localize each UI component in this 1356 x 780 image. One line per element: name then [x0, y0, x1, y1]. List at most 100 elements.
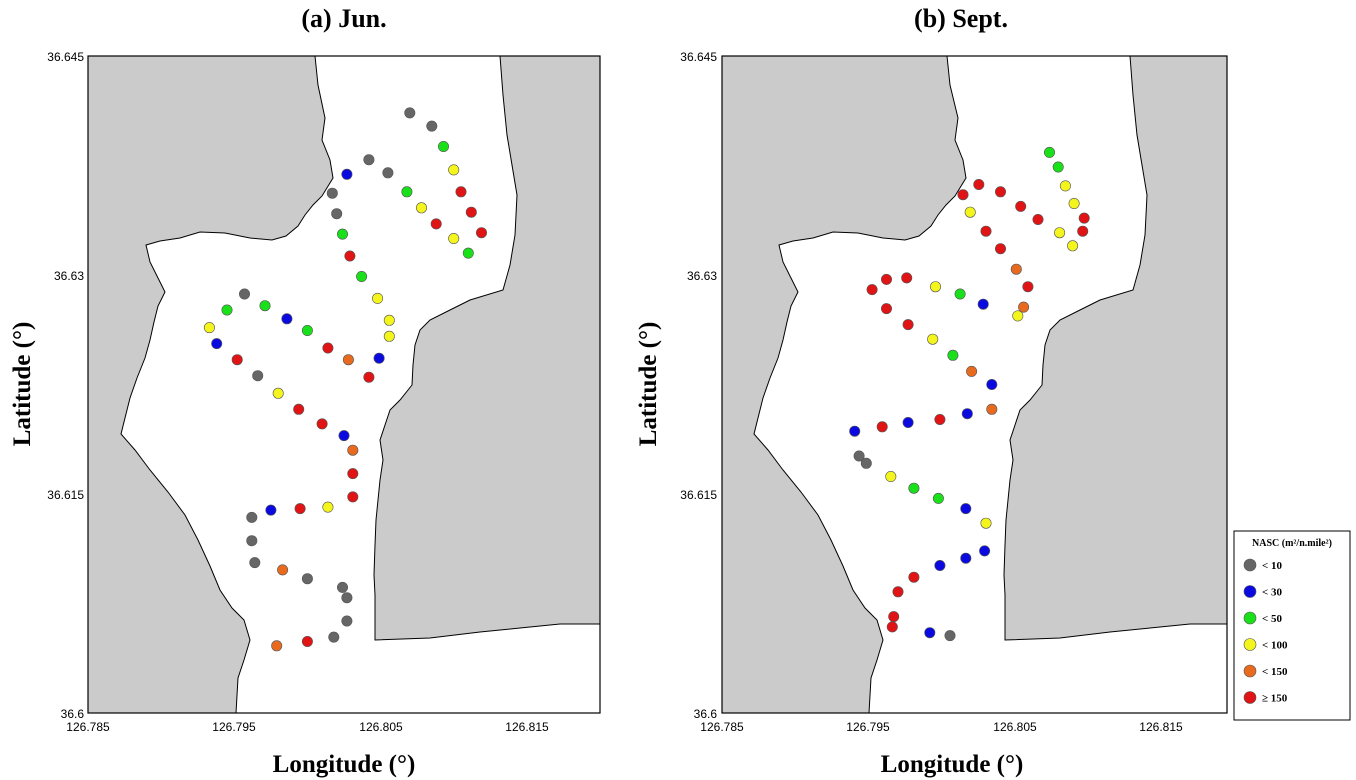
survey-point-lt50	[947, 349, 959, 361]
survey-point-lt50	[908, 482, 920, 494]
map-frame	[87, 55, 601, 714]
survey-point-lt100	[885, 470, 897, 482]
survey-point-lt100	[980, 517, 992, 529]
survey-point-lt10	[363, 154, 375, 166]
x-axis-label-sept: Longitude (°)	[881, 751, 1024, 778]
survey-point-lt30	[341, 168, 353, 180]
survey-point-lt100	[415, 202, 427, 214]
survey-point-lt100	[1059, 180, 1071, 192]
survey-point-ge150	[866, 284, 878, 296]
survey-point-lt50	[932, 492, 944, 504]
panel-title-jun: (a) Jun.	[301, 4, 386, 33]
survey-point-lt100	[272, 387, 284, 399]
panel-title-sept: (b) Sept.	[914, 4, 1008, 33]
survey-point-lt100	[1054, 227, 1066, 239]
x-tick-label: 126.785	[66, 720, 110, 734]
x-axis-label-jun: Longitude (°)	[273, 751, 416, 778]
survey-point-lt10	[301, 573, 313, 585]
survey-point-ge150	[886, 621, 898, 633]
survey-point-ge150	[363, 371, 375, 383]
survey-point-lt100	[448, 233, 460, 245]
y-tick-label: 36.645	[47, 50, 84, 64]
survey-point-lt30	[960, 552, 972, 564]
panel-jun: (a) Jun. Longitude (°) Latitude (°) 36.6…	[9, 4, 601, 778]
y-tick-label: 36.645	[680, 50, 717, 64]
y-tick-label: 36.6	[694, 707, 718, 721]
x-tick-label: 126.785	[700, 720, 744, 734]
survey-point-lt100	[1068, 198, 1080, 210]
survey-point-lt30	[977, 298, 989, 310]
y-tick-label: 36.615	[47, 488, 84, 502]
x-tick-label: 126.815	[1139, 720, 1183, 734]
y-tick-label: 36.615	[680, 488, 717, 502]
legend-label: < 10	[1262, 560, 1283, 572]
survey-point-ge150	[475, 227, 487, 239]
survey-point-ge150	[347, 491, 359, 503]
survey-point-ge150	[301, 635, 313, 647]
survey-point-lt10	[331, 208, 343, 220]
survey-point-lt50	[259, 300, 271, 312]
y-tick-label: 36.63	[687, 269, 717, 283]
survey-point-lt30	[265, 504, 277, 516]
survey-point-lt50	[1044, 146, 1056, 158]
survey-points-jun	[203, 107, 487, 652]
survey-point-lt100	[927, 333, 939, 345]
survey-point-ge150	[465, 206, 477, 218]
survey-point-lt50	[356, 270, 368, 282]
legend-swatch	[1243, 585, 1257, 598]
land-masses	[87, 55, 601, 714]
survey-point-lt150	[1018, 301, 1030, 313]
survey-point-ge150	[1032, 214, 1044, 226]
land-east	[373, 55, 601, 641]
survey-point-ge150	[322, 342, 334, 354]
survey-point-lt100	[383, 330, 395, 342]
survey-point-lt150	[966, 365, 978, 377]
survey-point-lt10	[246, 535, 258, 547]
land-masses	[721, 55, 1228, 714]
nasc-legend: NASC (m²/n.mile²) < 10< 30< 50< 100< 150…	[1233, 530, 1351, 721]
survey-point-lt30	[979, 545, 991, 557]
survey-point-lt30	[281, 313, 293, 325]
survey-point-ge150	[994, 243, 1006, 255]
survey-point-lt10	[249, 557, 261, 569]
survey-point-lt100	[322, 501, 334, 513]
survey-point-lt10	[328, 631, 340, 643]
legend-label: < 150	[1262, 666, 1288, 678]
survey-point-ge150	[1077, 225, 1089, 237]
survey-point-ge150	[294, 503, 306, 515]
survey-point-lt100	[372, 292, 384, 304]
survey-point-lt50	[954, 288, 966, 300]
survey-point-lt10	[326, 187, 338, 199]
survey-point-lt10	[860, 457, 872, 469]
survey-point-lt150	[271, 640, 283, 652]
survey-point-lt50	[401, 186, 413, 198]
y-axis-label-sept: Latitude (°)	[635, 322, 662, 447]
survey-point-ge150	[347, 468, 359, 480]
survey-point-lt10	[246, 511, 258, 523]
legend-swatch	[1243, 638, 1257, 651]
survey-point-ge150	[880, 303, 892, 315]
survey-point-lt150	[986, 403, 998, 415]
legend-label: < 30	[1262, 587, 1283, 599]
land-west	[721, 55, 967, 714]
survey-point-lt10	[239, 288, 251, 300]
survey-point-lt10	[853, 450, 865, 462]
survey-point-lt150	[1010, 263, 1022, 275]
survey-point-lt100	[203, 322, 215, 334]
survey-point-ge150	[888, 611, 900, 623]
survey-point-lt10	[252, 370, 264, 382]
y-tick-label: 36.6	[61, 707, 85, 721]
survey-point-ge150	[231, 354, 243, 366]
survey-point-ge150	[908, 571, 920, 583]
survey-point-ge150	[934, 413, 946, 425]
legend-title: NASC (m²/n.mile²)	[1252, 538, 1332, 549]
survey-point-lt30	[211, 338, 223, 350]
survey-point-ge150	[1015, 200, 1027, 212]
survey-point-lt10	[404, 107, 416, 119]
survey-point-ge150	[880, 273, 892, 285]
survey-point-lt100	[929, 281, 941, 293]
survey-point-ge150	[973, 179, 985, 191]
survey-point-ge150	[344, 250, 356, 262]
map-frame	[721, 55, 1228, 714]
